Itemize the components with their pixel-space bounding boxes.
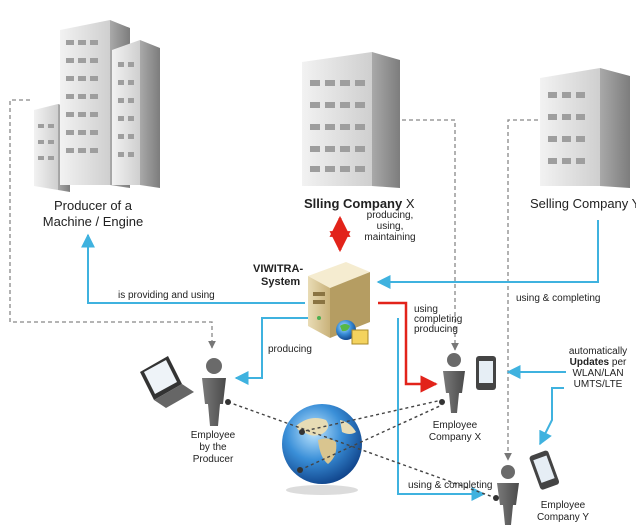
dashed-connectors — [9, 99, 538, 461]
using-completing-bottom-label: using & completing — [408, 480, 493, 491]
mobile-phone-y-icon — [529, 450, 560, 490]
mobile-phone-x-icon — [476, 356, 496, 390]
person-company-y-icon — [497, 465, 519, 525]
laptop-icon — [140, 356, 194, 408]
server-icon — [308, 262, 370, 338]
producing-label: producing — [268, 344, 312, 355]
is-providing-and-using-label: is providing and using — [118, 290, 215, 301]
employee-company-y-label: Employee Company Y — [536, 500, 590, 523]
employee-producer-label: Employee by the Producer — [190, 430, 236, 465]
producer-building-icon — [34, 20, 160, 192]
employee-company-x-label: Employee Company X — [428, 420, 482, 443]
blue-connectors — [81, 220, 599, 501]
using-completing-right-label: using & completing — [516, 293, 601, 304]
selling-company-y-building-icon — [540, 68, 630, 188]
producing-using-maintaining-label: producing, using, maintaining — [364, 210, 416, 243]
producer-label: Producer of a Machine / Engine — [42, 198, 144, 229]
globe-badge-icon — [336, 320, 369, 345]
selling-company-x-label: Slling Company X — [304, 196, 415, 211]
selling-company-x-building-icon — [302, 52, 400, 188]
globe-icon — [282, 404, 362, 495]
viwitra-system-label: VIWITRA- System — [253, 263, 304, 288]
network-lines — [227, 399, 497, 499]
red-connectors — [329, 215, 438, 393]
automatic-updates-label: automatically Updates per WLAN/LAN UMTS/… — [568, 346, 628, 390]
using-completing-producing-label: using completing producing — [414, 304, 463, 335]
person-company-x-icon — [443, 353, 465, 413]
person-producer-icon — [202, 358, 226, 426]
selling-company-y-label: Selling Company Y — [530, 196, 636, 211]
